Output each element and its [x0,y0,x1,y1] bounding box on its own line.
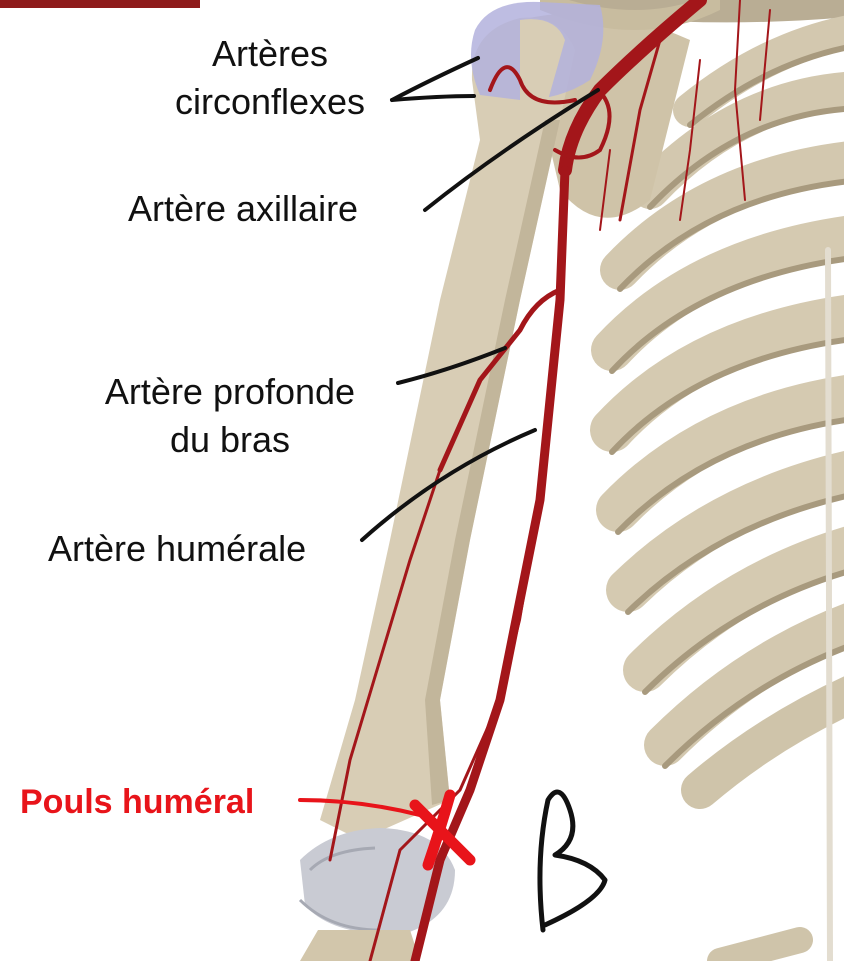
label-circumflex-line1: Artères [150,30,390,78]
top-banner [0,0,200,8]
label-deep-brachial-artery: Artère profonde du bras [70,368,390,464]
pointer-circumflex-1 [392,58,478,100]
label-brachial-artery: Artère humérale [48,525,306,573]
label-deep-line2: du bras [70,416,390,464]
handwritten-letter-b [540,792,605,930]
label-circumflex-line2: circonflexes [150,78,390,126]
pointer-circumflex-2 [392,96,474,100]
label-deep-line1: Artère profonde [70,368,390,416]
label-brachial-pulse: Pouls huméral [20,778,254,826]
label-circumflex-arteries: Artères circonflexes [150,30,390,126]
forearm-bones [300,930,420,961]
label-axillary-artery: Artère axillaire [128,185,358,233]
